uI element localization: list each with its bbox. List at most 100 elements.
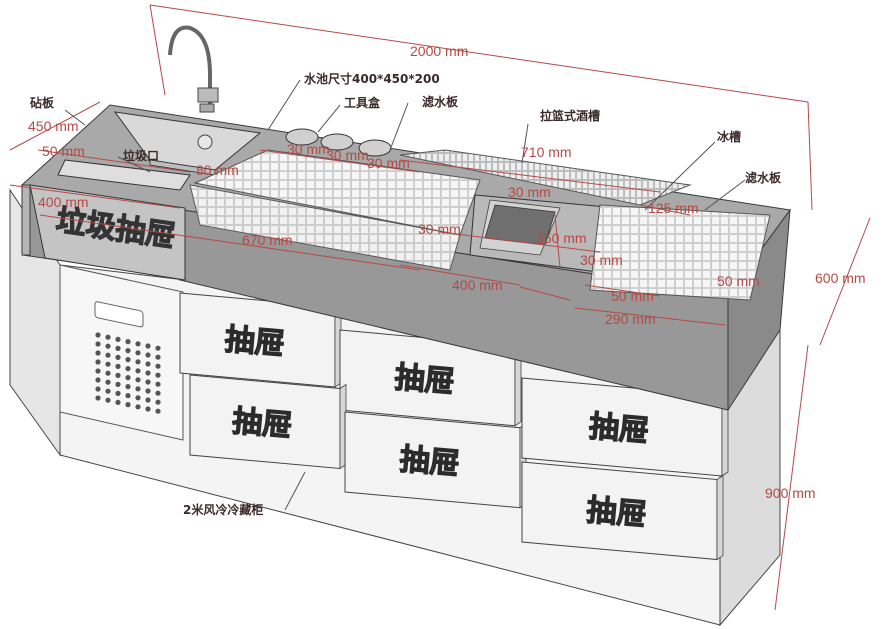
dim-710: 710 mm	[521, 144, 572, 160]
drawer-label: 抽屉	[231, 404, 294, 444]
dim-450: 450 mm	[28, 118, 79, 134]
temperature-display	[94, 301, 144, 328]
leader-lines	[64, 79, 746, 511]
dim-30-a: 30 mm	[287, 141, 330, 157]
vent-hole	[135, 341, 141, 347]
vent-hole	[135, 386, 141, 392]
vent-hole	[145, 370, 151, 376]
label-drain-board-top: 滤水板	[422, 94, 459, 109]
drawer-label: 抽屉	[223, 322, 286, 362]
vent-hole	[125, 384, 131, 390]
vent-hole	[125, 393, 131, 399]
vent-hole	[105, 352, 111, 358]
dim-50-right: 50 mm	[717, 273, 760, 289]
vent-hole	[125, 339, 131, 345]
vent-hole	[115, 336, 121, 342]
dim-400-bottom: 400 mm	[452, 277, 503, 293]
vent-hole	[105, 334, 111, 340]
label-tool-box: 工具盒	[344, 95, 381, 110]
vent-hole	[95, 386, 101, 392]
vent-hole	[145, 343, 151, 349]
vent-hole	[135, 404, 141, 410]
vent-hole	[145, 361, 151, 367]
vent-hole	[155, 381, 161, 387]
vent-hole	[155, 390, 161, 396]
vent-hole	[95, 377, 101, 383]
label-drain-board-right: 滤水板	[745, 170, 782, 185]
vent-hole	[95, 350, 101, 356]
faucet-icon	[168, 25, 219, 113]
vent-hole	[115, 390, 121, 396]
dim-900: 900 mm	[765, 485, 816, 501]
label-ice-trough: 冰槽	[717, 129, 741, 144]
vent-hole	[145, 352, 151, 358]
vent-hole	[155, 363, 161, 369]
vent-hole	[115, 381, 121, 387]
label-trash-opening: 垃圾口	[123, 148, 159, 163]
drawer-side	[716, 474, 724, 561]
vent-hole	[95, 332, 101, 338]
vent-hole	[115, 354, 121, 360]
dim-80: 80 mm	[196, 162, 239, 178]
vent-hole	[145, 397, 151, 403]
drawer-label: 抽屉	[585, 493, 648, 533]
dim-670: 670 mm	[242, 232, 293, 248]
vent-hole	[125, 348, 131, 354]
vent-hole	[125, 375, 131, 381]
trash-drawer[interactable]: 垃圾抽屉	[29, 184, 186, 281]
drain-board-grate-2	[189, 184, 461, 271]
dim-30-b: 30 mm	[326, 147, 369, 163]
dim-290: 290 mm	[605, 311, 656, 327]
vent-hole	[105, 361, 111, 367]
drawer-label: 抽屉	[588, 409, 651, 449]
dim-30-e: 30 mm	[418, 221, 461, 237]
vent-hole	[125, 366, 131, 372]
vent-hole	[155, 399, 161, 405]
vent-hole	[105, 379, 111, 385]
dimension-lines	[9, 4, 871, 611]
vent-hole	[105, 388, 111, 394]
vent-hole	[105, 343, 111, 349]
vent-hole	[135, 395, 141, 401]
fridge-door[interactable]	[59, 264, 184, 441]
dim-600: 600 mm	[815, 270, 866, 286]
label-wine-trough: 拉篮式酒槽	[540, 108, 600, 123]
vent-hole	[155, 372, 161, 378]
vent-hole	[155, 408, 161, 414]
label-chopping-board: 砧板	[30, 95, 55, 110]
vent-hole	[155, 345, 161, 351]
dim-350: 350 mm	[536, 230, 587, 246]
vent-grille	[95, 332, 161, 414]
vent-hole	[125, 357, 131, 363]
vent-hole	[95, 359, 101, 365]
sink-basin	[113, 111, 262, 176]
drawer-label: 抽屉	[398, 442, 461, 482]
vent-hole	[155, 354, 161, 360]
drain-icon	[197, 134, 213, 150]
dim-30-f: 30 mm	[580, 252, 623, 268]
vent-hole	[115, 345, 121, 351]
tool-box	[285, 128, 392, 157]
dim-50-bottom: 50 mm	[611, 288, 654, 304]
trash-opening[interactable]	[57, 159, 191, 191]
drain-board-grate	[193, 149, 481, 236]
vent-hole	[115, 372, 121, 378]
vent-hole	[145, 379, 151, 385]
drawer-label: 抽屉	[393, 360, 456, 400]
vent-hole	[125, 402, 131, 408]
dim-30-d: 30 mm	[508, 184, 551, 200]
vent-hole	[135, 350, 141, 356]
vent-hole	[105, 397, 111, 403]
vent-hole	[135, 368, 141, 374]
vent-hole	[95, 395, 101, 401]
dim-125: 125 mm	[648, 200, 699, 216]
dim-50-left: 50 mm	[42, 143, 85, 159]
drain-board-grate-right	[589, 204, 771, 301]
vent-hole	[105, 370, 111, 376]
dim-30-c: 30 mm	[367, 155, 410, 171]
vent-hole	[115, 363, 121, 369]
vent-hole	[135, 359, 141, 365]
vent-hole	[135, 377, 141, 383]
dim-400-left: 400 mm	[38, 194, 89, 210]
